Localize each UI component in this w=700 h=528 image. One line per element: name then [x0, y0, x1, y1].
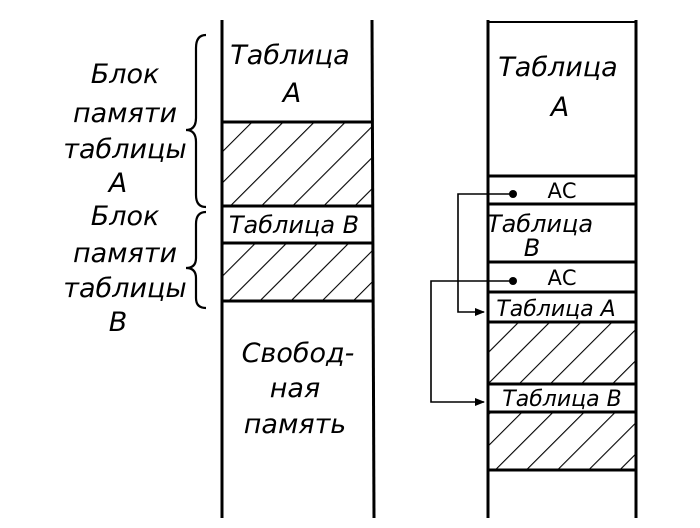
left-free-memory-line-3: память: [244, 409, 346, 440]
right-table-b-link-label: Таблица В: [502, 387, 621, 412]
pointer-arrow-ac-1: [457, 190, 517, 316]
annotation-block-b: Блок памяти таблицы В: [63, 201, 186, 338]
right-hatched-area-1: [488, 322, 636, 384]
left-free-memory-line-1: Свобод-: [242, 338, 355, 369]
right-table-a-top-line-1: Таблица: [498, 52, 617, 83]
left-table-a-label-line-2: А: [281, 78, 301, 109]
brace-block-a: [185, 33, 207, 209]
annotation-block-b-line-2: памяти: [73, 238, 177, 269]
annotation-block-a: Блок памяти таблицы А: [63, 59, 186, 199]
right-table-a-top-line-2: А: [549, 92, 569, 123]
right-table-a-link-label: Таблица А: [496, 297, 615, 322]
right-memory-column: Таблица А АС Таблица В АС Таблица А Табл…: [486, 20, 638, 518]
annotation-block-a-line-4: А: [107, 168, 127, 199]
annotation-block-a-line-3: таблицы: [63, 134, 186, 165]
right-table-b-line-2: В: [524, 234, 540, 262]
left-free-memory-line-2: ная: [270, 373, 320, 404]
annotation-block-a-line-2: памяти: [73, 98, 177, 129]
left-hatched-area-1: [222, 122, 372, 206]
annotation-block-b-line-1: Блок: [91, 201, 160, 232]
right-ac-pointer-1-label: АС: [547, 179, 576, 203]
left-memory-column: Таблица А Таблица В Свобод- ная память: [220, 19, 376, 519]
annotation-block-a-line-1: Блок: [91, 59, 160, 90]
left-table-a-label-line-1: Таблица: [230, 40, 349, 71]
right-ac-pointer-2-label: АС: [547, 266, 576, 290]
pointer-arrow-ac-2: [430, 277, 517, 406]
left-hatched-area-2: [222, 243, 372, 301]
brace-block-b: [185, 210, 207, 310]
right-hatched-area-2: [488, 412, 636, 470]
annotation-block-b-line-3: таблицы: [63, 273, 186, 304]
right-table-b-line-1: Таблица: [487, 210, 593, 238]
left-table-b-label: Таблица В: [229, 211, 359, 239]
annotation-block-b-line-4: В: [109, 307, 128, 338]
